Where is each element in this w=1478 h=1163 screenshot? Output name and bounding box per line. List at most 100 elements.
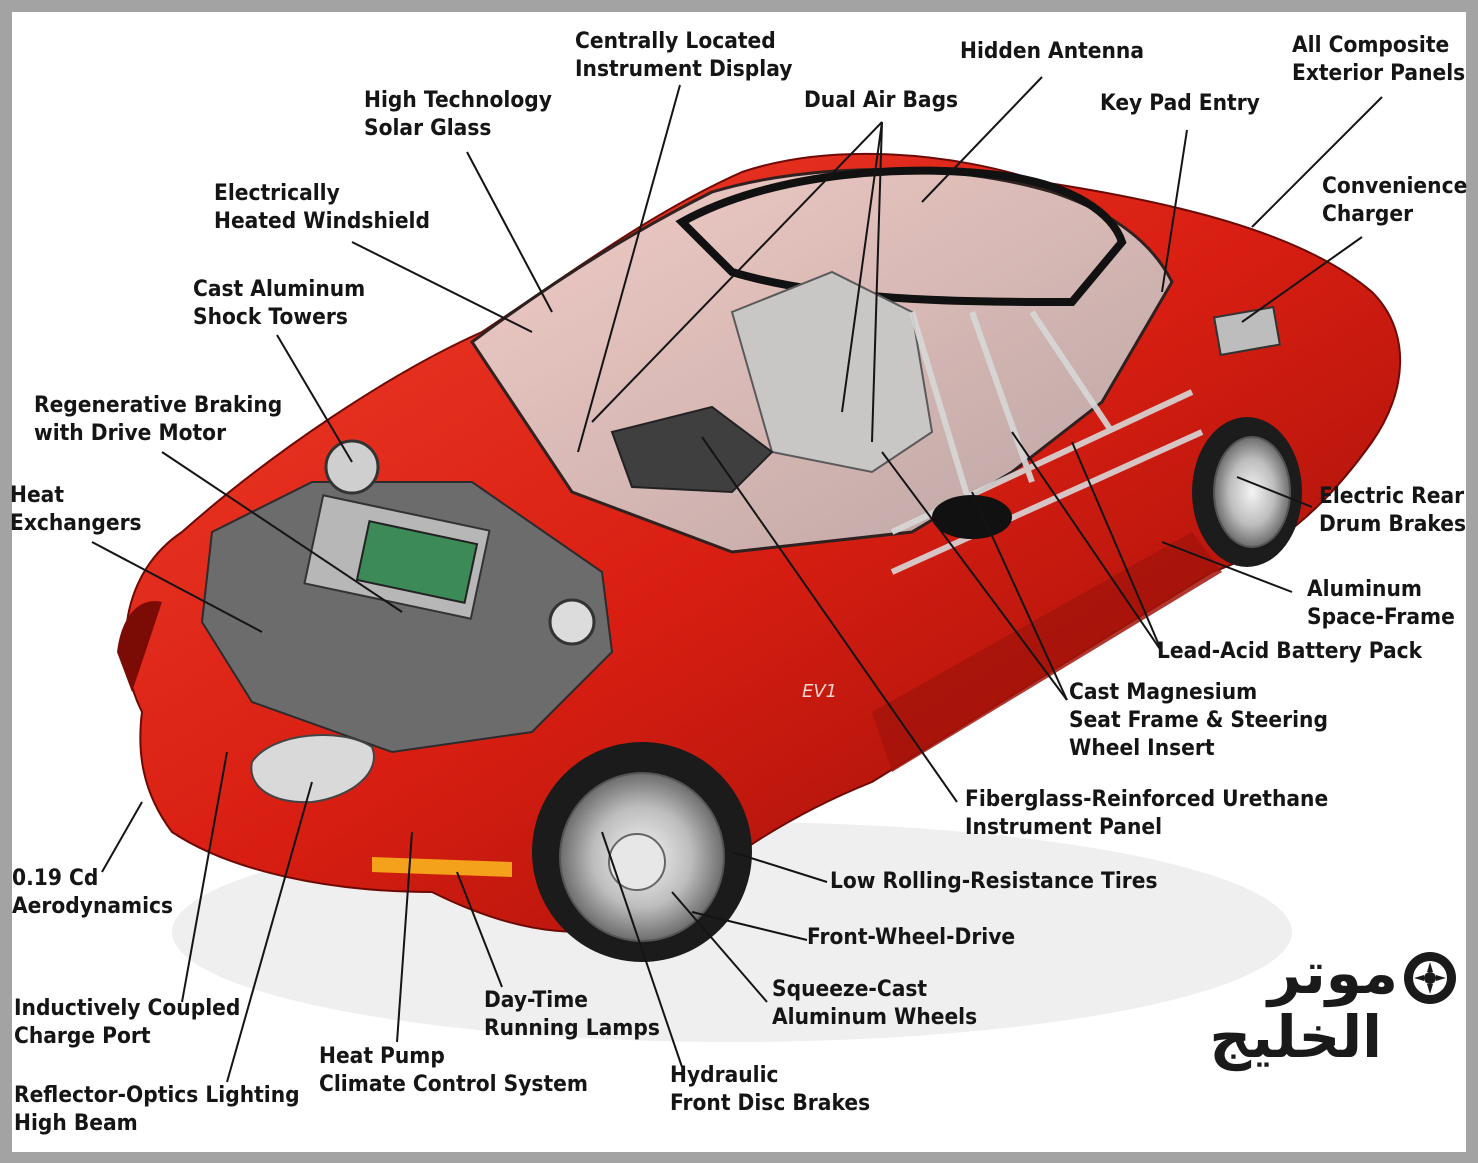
- nose-vent: [117, 601, 162, 692]
- label-line: Fiberglass-Reinforced Urethane: [965, 787, 1329, 812]
- diagram-canvas: EV1: [10, 12, 1467, 1152]
- label-line: High Technology: [364, 88, 552, 113]
- leader-hidden-antenna: [921, 76, 1043, 203]
- label-cast-magnesium-seat-frame: Cast Magnesium Seat Frame & Steering Whe…: [1069, 679, 1328, 763]
- label-line: Cast Magnesium: [1069, 680, 1258, 705]
- label-line: Drum Brakes: [1319, 512, 1467, 537]
- label-regenerative-braking: Regenerative Braking with Drive Motor: [34, 392, 282, 448]
- label-line: with Drive Motor: [34, 421, 227, 446]
- label-fiberglass-instrument-panel: Fiberglass-Reinforced Urethane Instrumen…: [965, 786, 1328, 842]
- headlamp: [250, 734, 375, 804]
- leader-dual-air-bags-1: [591, 121, 883, 423]
- label-line: Hidden Antenna: [960, 39, 1144, 64]
- label-cast-aluminum-shock-towers: Cast Aluminum Shock Towers: [193, 276, 365, 332]
- label-aluminum-space-frame: Aluminum Space-Frame: [1307, 576, 1455, 632]
- rear-wheel: [1192, 417, 1302, 567]
- label-convenience-charger: Convenience Charger: [1322, 173, 1467, 229]
- rocker-panel: [872, 532, 1222, 772]
- label-line: Heated Windshield: [214, 209, 430, 234]
- label-line: Reflector-Optics Lighting: [14, 1083, 300, 1108]
- leader-centrally-located-instrument-display: [577, 84, 681, 453]
- label-line: Dual Air Bags: [804, 88, 959, 113]
- label-heat-pump-climate-control: Heat Pump Climate Control System: [319, 1043, 588, 1099]
- label-line: Space-Frame: [1307, 605, 1455, 630]
- label-key-pad-entry: Key Pad Entry: [1100, 90, 1260, 118]
- car-cutaway-illustration: EV1: [91, 76, 1402, 1083]
- label-line: Aluminum Wheels: [772, 1005, 978, 1030]
- label-line: Lead-Acid Battery Pack: [1157, 639, 1423, 664]
- label-line: Convenience: [1322, 174, 1468, 199]
- label-line: Running Lamps: [484, 1016, 660, 1041]
- label-line: All Composite: [1292, 33, 1450, 58]
- label-line: Seat Frame & Steering: [1069, 708, 1328, 733]
- label-line: Aerodynamics: [12, 894, 174, 919]
- leader-lead-acid-battery-pack-2: [1071, 441, 1163, 653]
- leader-hydraulic-front-disc-brakes: [601, 831, 683, 1068]
- front-wheel: [532, 742, 752, 962]
- label-day-time-running-lamps: Day-Time Running Lamps: [484, 987, 660, 1043]
- label-lead-acid-battery-pack: Lead-Acid Battery Pack: [1157, 638, 1422, 666]
- label-line: Low Rolling-Resistance Tires: [830, 869, 1158, 894]
- leader-aerodynamics: [101, 801, 143, 873]
- watermark-logo: موتر الخليج: [1209, 942, 1462, 1082]
- label-line: Regenerative Braking: [34, 393, 283, 418]
- leader-heat-exchangers: [91, 541, 263, 633]
- label-low-rolling-resistance-tires: Low Rolling-Resistance Tires: [830, 868, 1158, 896]
- ev1-badge: EV1: [802, 681, 837, 702]
- pulley: [548, 598, 596, 646]
- label-line: Inductively Coupled: [14, 996, 241, 1021]
- leader-regenerative-braking: [161, 451, 403, 613]
- leader-lead-acid-battery-pack-1: [1011, 431, 1163, 653]
- leader-heat-pump: [396, 831, 413, 1043]
- label-hidden-antenna: Hidden Antenna: [960, 38, 1144, 66]
- leader-inductively-coupled-charge-port: [181, 751, 228, 1003]
- logo-text-line2: الخليج: [1209, 1003, 1382, 1071]
- label-electrically-heated-windshield: Electrically Heated Windshield: [214, 180, 430, 236]
- label-line: Squeeze-Cast: [772, 977, 928, 1002]
- leader-electric-rear-drum-brakes: [1236, 476, 1313, 508]
- label-high-technology-solar-glass: High Technology Solar Glass: [364, 87, 552, 143]
- leader-cast-magnesium-1: [971, 491, 1068, 701]
- interior-console: [610, 405, 774, 494]
- label-line: Aluminum: [1307, 577, 1422, 602]
- label-line: Centrally Located: [575, 29, 776, 54]
- leader-dual-air-bags-2: [841, 121, 883, 413]
- label-line: Electric Rear: [1319, 484, 1465, 509]
- label-line: Climate Control System: [319, 1072, 588, 1097]
- leader-cast-aluminum-shock-towers: [276, 334, 353, 463]
- leader-high-technology-solar-glass: [466, 151, 553, 313]
- leader-squeeze-cast-aluminum-wheels: [671, 891, 768, 1003]
- label-squeeze-cast-aluminum-wheels: Squeeze-Cast Aluminum Wheels: [772, 976, 977, 1032]
- leader-front-wheel-drive: [691, 911, 808, 941]
- label-dual-air-bags: Dual Air Bags: [804, 87, 958, 115]
- label-all-composite-exterior-panels: All Composite Exterior Panels: [1292, 32, 1465, 88]
- label-line: Charger: [1322, 202, 1414, 227]
- label-aerodynamics: 0.19 Cd Aerodynamics: [12, 865, 173, 921]
- label-inductively-coupled-charge-port: Inductively Coupled Charge Port: [14, 995, 240, 1051]
- label-line: Front Disc Brakes: [670, 1091, 871, 1116]
- label-line: Instrument Display: [575, 57, 793, 82]
- label-line: Exterior Panels: [1292, 61, 1466, 86]
- label-heat-exchangers: Heat Exchangers: [10, 482, 142, 538]
- leader-electrically-heated-windshield: [351, 241, 533, 333]
- shock-tower: [324, 439, 380, 495]
- label-reflector-optics-lighting: Reflector-Optics Lighting High Beam: [14, 1082, 300, 1138]
- label-line: Electrically: [214, 181, 340, 206]
- label-line: Front-Wheel-Drive: [807, 925, 1016, 950]
- convenience-charger-box: [1212, 305, 1282, 357]
- label-line: Charge Port: [14, 1024, 151, 1049]
- leader-fiberglass-instrument-panel: [701, 436, 958, 803]
- label-line: Shock Towers: [193, 305, 348, 330]
- leader-convenience-charger: [1241, 236, 1363, 323]
- label-line: 0.19 Cd: [12, 866, 99, 891]
- leader-lines: [91, 76, 1383, 1083]
- leader-day-time-running-lamps: [456, 871, 503, 988]
- label-line: Wheel Insert: [1069, 736, 1215, 761]
- wheel-logo-icon: [1404, 952, 1456, 1004]
- side-mirror: [932, 495, 1012, 539]
- label-line: Cast Aluminum: [193, 277, 366, 302]
- label-line: Heat Pump: [319, 1044, 445, 1069]
- leader-reflector-optics-lighting: [226, 781, 313, 1083]
- label-line: Key Pad Entry: [1100, 91, 1260, 116]
